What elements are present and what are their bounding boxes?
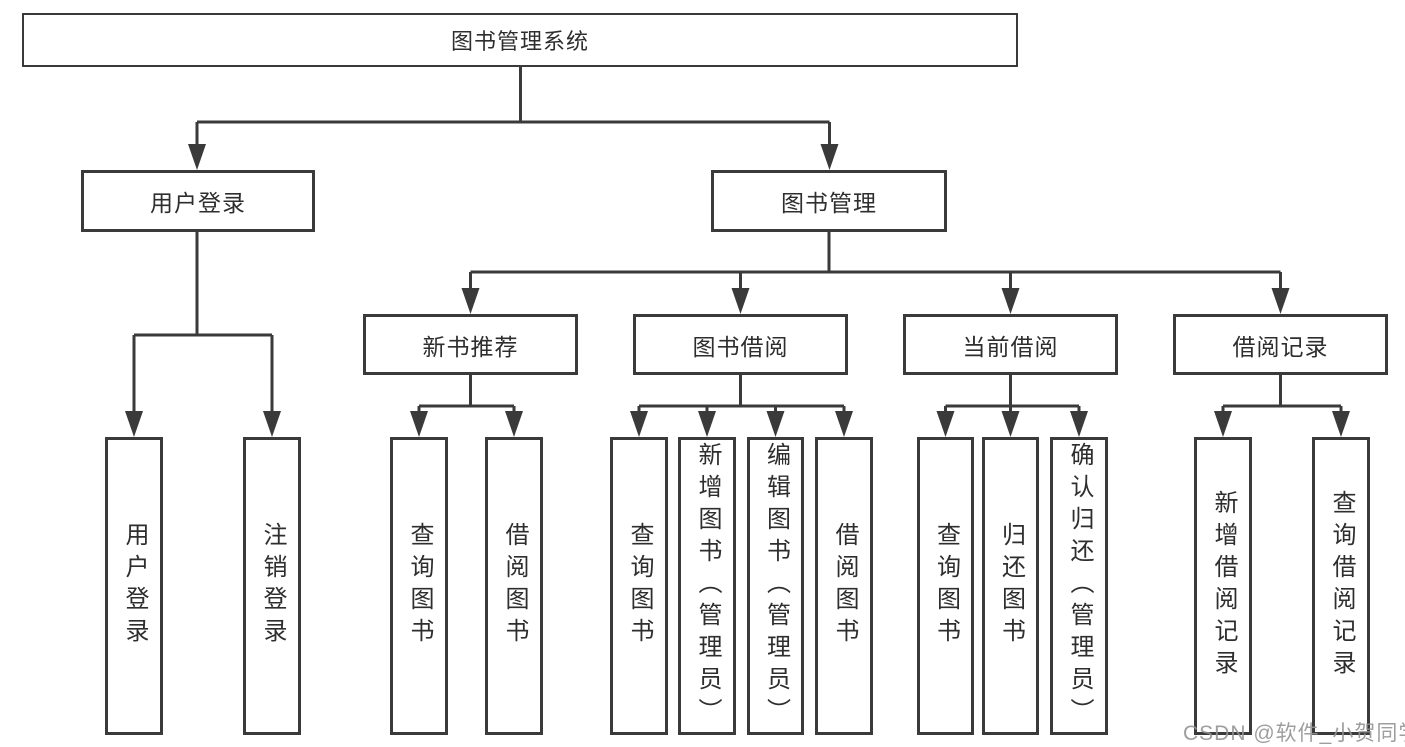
leaf-query-books-recommend: 查询图书 <box>390 437 448 735</box>
arrowhead <box>263 411 281 437</box>
arrowhead <box>1001 411 1020 437</box>
leaf-label: 查询借阅记录 <box>1328 490 1355 682</box>
arrowhead <box>766 411 785 437</box>
node-label: 借阅记录 <box>1232 333 1329 360</box>
leaf-label: 新增借阅记录 <box>1210 490 1237 682</box>
leaf-label: 用户登录 <box>121 522 148 650</box>
node-label: 图书管理系统 <box>450 29 589 54</box>
leaf-label: 归还图书 <box>997 522 1025 650</box>
connector-book-mgmt-to-level3 <box>461 232 1290 314</box>
leaf-query-books-current: 查询图书 <box>917 437 974 735</box>
node-label: 当前借阅 <box>962 333 1059 360</box>
node-label: 图书借阅 <box>692 333 789 360</box>
arrowhead <box>1332 411 1350 437</box>
node-new-book-recommend: 新书推荐 <box>363 314 578 375</box>
watermark: CSDN @软件_小贺同学 <box>1183 722 1405 745</box>
leaf-borrow-books-recommend: 借阅图书 <box>485 437 543 735</box>
connector-book-borrow-to-leaves <box>630 375 853 437</box>
arrowhead <box>188 144 206 170</box>
connector-user-login-to-leaves <box>125 232 281 437</box>
node-book-management: 图书管理 <box>711 170 947 232</box>
leaf-label: 查询图书 <box>626 522 653 650</box>
node-book-borrowing: 图书借阅 <box>633 314 848 375</box>
leaf-edit-books-admin: 编辑图书（管理员） <box>747 437 804 735</box>
arrowhead <box>731 288 750 314</box>
arrowhead <box>1070 411 1088 437</box>
leaf-label: 借阅图书 <box>831 522 858 650</box>
leaf-add-books-admin: 新增图书（管理员） <box>678 437 736 735</box>
leaf-query-books-borrowing: 查询图书 <box>610 437 668 735</box>
node-library-management-system: 图书管理系统 <box>22 13 1018 67</box>
arrowhead <box>835 411 853 437</box>
leaf-label: 查询图书 <box>932 522 960 650</box>
arrowhead <box>936 411 955 437</box>
arrowhead <box>505 411 523 437</box>
arrowhead <box>1001 288 1020 314</box>
node-current-borrowing: 当前借阅 <box>903 314 1118 375</box>
leaf-label: 借阅图书 <box>501 522 528 650</box>
leaf-return-books: 归还图书 <box>982 437 1039 735</box>
arrowhead <box>698 411 716 437</box>
leaf-label: 新增图书（管理员） <box>694 442 721 730</box>
leaf-borrow-books: 借阅图书 <box>815 437 873 735</box>
connector-new-book-to-leaves <box>410 375 523 437</box>
arrowhead <box>820 144 839 170</box>
leaf-user-login: 用户登录 <box>105 437 163 735</box>
leaf-label: 查询图书 <box>406 522 433 650</box>
arrowhead <box>410 411 428 437</box>
connector-current-borrow-to-leaves <box>936 375 1088 437</box>
node-label: 用户登录 <box>150 190 246 216</box>
leaf-query-borrow-record: 查询借阅记录 <box>1312 437 1370 735</box>
node-borrowing-records: 借阅记录 <box>1173 314 1388 375</box>
leaf-add-borrow-record: 新增借阅记录 <box>1194 437 1252 735</box>
leaf-label: 编辑图书（管理员） <box>762 442 790 730</box>
connector-borrow-record-to-leaves <box>1214 375 1350 437</box>
node-user-login: 用户登录 <box>81 170 315 232</box>
leaf-label: 注销登录 <box>259 522 286 650</box>
leaf-confirm-return-admin: 确认归还（管理员） <box>1050 437 1108 735</box>
node-label: 新书推荐 <box>422 333 519 360</box>
arrowhead <box>1271 288 1290 314</box>
arrowhead <box>461 288 480 314</box>
arrowhead <box>125 411 143 437</box>
leaf-logout: 注销登录 <box>243 437 301 735</box>
arrowhead <box>630 411 648 437</box>
connector-root-to-level2 <box>188 66 839 170</box>
leaf-label: 确认归还（管理员） <box>1066 442 1093 730</box>
arrowhead <box>1214 411 1232 437</box>
node-label: 图书管理 <box>781 190 877 216</box>
